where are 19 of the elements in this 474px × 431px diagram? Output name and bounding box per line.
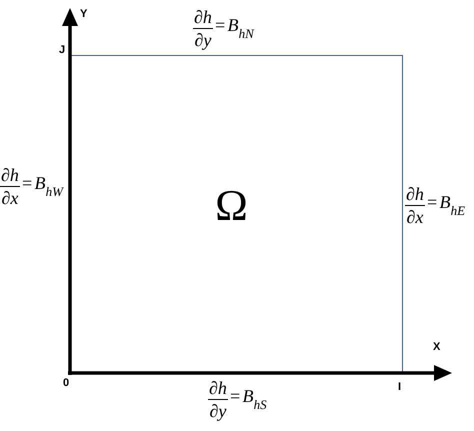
numerator: ∂h [0, 164, 20, 187]
numerator: ∂h [405, 183, 425, 206]
numerator: ∂h [208, 377, 228, 400]
numerator: ∂h [193, 6, 213, 29]
boundary-condition: = B$_{hE}$ [426, 192, 466, 219]
boundary-condition: = B$_{hS}$ [228, 386, 267, 413]
denominator: ∂y [194, 29, 212, 51]
boundary-condition: = B$_{hW}$ [20, 173, 63, 200]
denominator: ∂y [210, 400, 226, 422]
domain-rectangle [70, 55, 403, 373]
denominator: ∂x [406, 206, 424, 228]
tick-label: J [59, 44, 66, 56]
denominator: ∂x [2, 187, 18, 209]
axis-label: Y [80, 8, 88, 20]
domain-symbol: Ω [215, 180, 248, 230]
axis-label: X [433, 341, 440, 353]
tick-label: 0 [63, 377, 70, 389]
tick-label: I [398, 381, 402, 393]
boundary-condition: = B$_{hN}$ [214, 15, 254, 42]
